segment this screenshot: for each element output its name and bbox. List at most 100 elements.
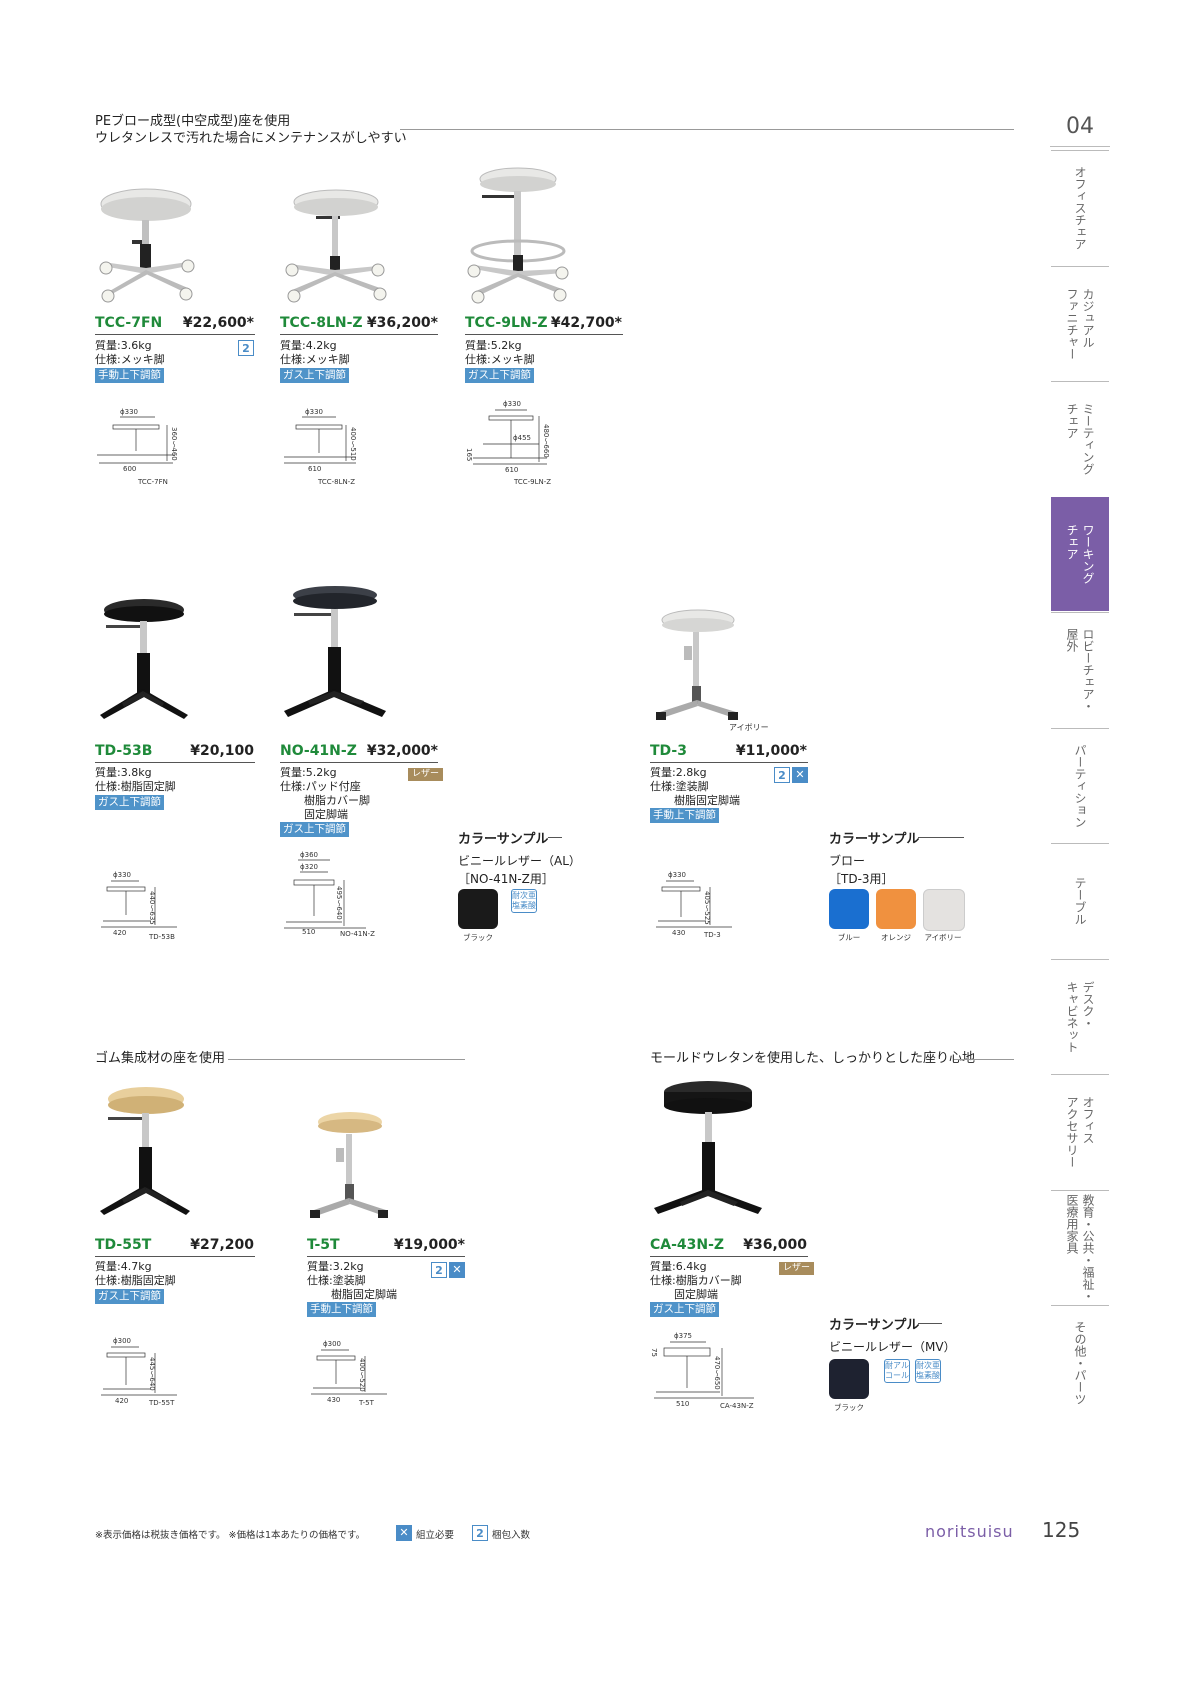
legend-packing: 梱包入数: [492, 1530, 531, 1541]
dim-seat: ϕ360: [300, 851, 318, 859]
nav-tab[interactable]: オフィスチェア: [1051, 150, 1109, 266]
product-price: ¥36,200*: [366, 315, 438, 331]
nav-tab[interactable]: その他・パーツ: [1051, 1305, 1109, 1421]
product-rule: [650, 1256, 808, 1257]
nav-tab[interactable]: 教育・公共・福祉・ 医療用家具: [1051, 1189, 1109, 1306]
adjust-tag: ガス上下調節: [95, 795, 164, 810]
swatch-orange: [876, 889, 916, 929]
product-code: TCC-7FN: [95, 315, 163, 331]
color-note-td-3: アイボリー: [729, 723, 769, 732]
swatch-blue: [829, 889, 869, 929]
dim-width: 510: [302, 928, 316, 936]
dimension-drawing: [284, 416, 356, 464]
dim-name: CA-43N-Z: [720, 1402, 754, 1410]
swatch-label: アイボリー: [924, 933, 962, 942]
product-price: ¥32,000*: [366, 743, 438, 759]
dim-name: TCC-8LN-Z: [318, 478, 356, 486]
weight: 質量:6.4kg: [650, 1260, 707, 1273]
spec: 仕様:塗装脚: [650, 780, 709, 793]
weight: 質量:2.8kg: [650, 766, 707, 779]
dim-width: 430: [672, 929, 686, 937]
product-code: NO-41N-Z: [280, 743, 357, 759]
nav-tab[interactable]: ミーティング チェア: [1051, 381, 1109, 497]
dim-seat: ϕ375: [674, 1332, 692, 1340]
dimension-diagram: ϕ330 610 400〜510 TCC-8LN-Z: [280, 405, 370, 486]
dim-height: 445〜640: [148, 1357, 156, 1391]
nav-tab-label: デスク・ キャビネット: [1065, 980, 1095, 1053]
dim-seat: ϕ300: [323, 1340, 341, 1348]
product-price: ¥20,100: [190, 743, 254, 759]
dim-height: 360〜460: [170, 427, 178, 461]
nav-tab[interactable]: テーブル: [1051, 843, 1109, 959]
dimension-drawing: [101, 880, 177, 928]
spec: 樹脂カバー脚: [304, 794, 370, 807]
product-price: ¥19,000*: [393, 1237, 465, 1253]
nav-tab[interactable]: オフィス アクセサリー: [1051, 1074, 1109, 1190]
adjust-tag: ガス上下調節: [95, 1289, 164, 1304]
heading-rule: [400, 129, 1014, 130]
heading-line: PEブロー成型(中空成型)座を使用: [95, 114, 291, 129]
spec: 樹脂固定脚端: [331, 1288, 397, 1301]
color-sample-material: ビニールレザー（AL）: [458, 854, 581, 868]
dim-width: 610: [308, 465, 322, 473]
section-heading-mold: モールドウレタンを使用した、しっかりとした座り心地: [650, 1051, 976, 1066]
weight: 質量:5.2kg: [280, 766, 337, 779]
dim-width: 610: [505, 466, 519, 474]
dimension-drawing: [97, 416, 175, 464]
product-code: T-5T: [307, 1237, 340, 1253]
nav-tab-label: オフィスチェア: [1073, 166, 1087, 251]
legend-assembly: 組立必要: [416, 1530, 455, 1541]
product-rule: [280, 334, 438, 335]
dimension-diagram: ϕ330 420 440〜635 TD-53B: [97, 867, 187, 942]
nav-tab[interactable]: デスク・ キャビネット: [1051, 958, 1109, 1075]
page-number: 125: [1042, 1518, 1081, 1542]
nav-tab[interactable]: パーティション: [1051, 727, 1109, 844]
dimension-diagram: ϕ375 75 510 470〜650 CA-43N-Z: [650, 1330, 760, 1415]
dimension-drawing: [656, 880, 732, 928]
color-sample-target: ［TD-3用］: [829, 872, 894, 886]
dim-height: 495〜640: [335, 886, 343, 920]
spec: 仕様:樹脂固定脚: [95, 780, 176, 793]
wrench-icon: ✕: [396, 1525, 412, 1541]
brand-logo: noritsuisu: [925, 1522, 1014, 1541]
color-sample-target: ［NO-41N-Z用］: [458, 872, 554, 886]
dimension-drawing: [473, 409, 547, 465]
nav-tab[interactable]: ロビーチェア・ 屋外: [1051, 612, 1109, 728]
product-price: ¥42,700*: [550, 315, 622, 331]
dimension-diagram: ϕ360 ϕ320 510 495〜640 NO-41N-Z: [280, 850, 380, 940]
swatch-label: ブラック: [834, 1403, 864, 1412]
product-image-td-3: [656, 609, 738, 720]
dim-width: 510: [676, 1400, 690, 1408]
color-sample-material: ビニールレザー（MV）: [829, 1340, 956, 1354]
nav-tab[interactable]: ワーキング チェア: [1051, 496, 1109, 611]
product-rule: [95, 334, 255, 335]
nav-tab-label: その他・パーツ: [1073, 1321, 1087, 1406]
product-image-ca-43n-z: [654, 1081, 762, 1214]
hypochlorous-resistant-icon: 耐次亜塩素酸: [511, 889, 537, 913]
spec: 仕様:パッド付座: [280, 780, 361, 793]
swatch-black: [458, 889, 498, 929]
color-sample-material: ブロー: [829, 854, 866, 868]
nav-tab[interactable]: カジュアル ファニチャー: [1051, 265, 1109, 382]
product-code: TCC-9LN-Z: [465, 315, 548, 331]
product-rule: [307, 1256, 465, 1257]
product-rule: [280, 762, 438, 763]
adjust-tag: ガス上下調節: [650, 1302, 719, 1317]
adjust-tag: ガス上下調節: [280, 822, 349, 837]
nav-tab-label: 教育・公共・福祉・ 医療用家具: [1065, 1193, 1095, 1302]
adjust-tag: ガス上下調節: [465, 368, 534, 383]
product-code: CA-43N-Z: [650, 1237, 725, 1253]
heading-line: ウレタンレスで汚れた場合にメンテナンスがしやすい: [95, 131, 407, 146]
adjust-tag: 手動上下調節: [95, 368, 164, 383]
product-image-td-55t: [100, 1087, 190, 1215]
dim-height: 405〜525: [703, 891, 711, 925]
dim-height: 440〜635: [148, 891, 156, 925]
dim-name: T-5T: [359, 1399, 374, 1407]
dim-seat-inner: ϕ320: [300, 863, 318, 871]
product-image-tcc-8ln-z: [285, 189, 387, 303]
dim-seat: ϕ330: [120, 408, 138, 416]
product-price: ¥11,000*: [735, 743, 807, 759]
